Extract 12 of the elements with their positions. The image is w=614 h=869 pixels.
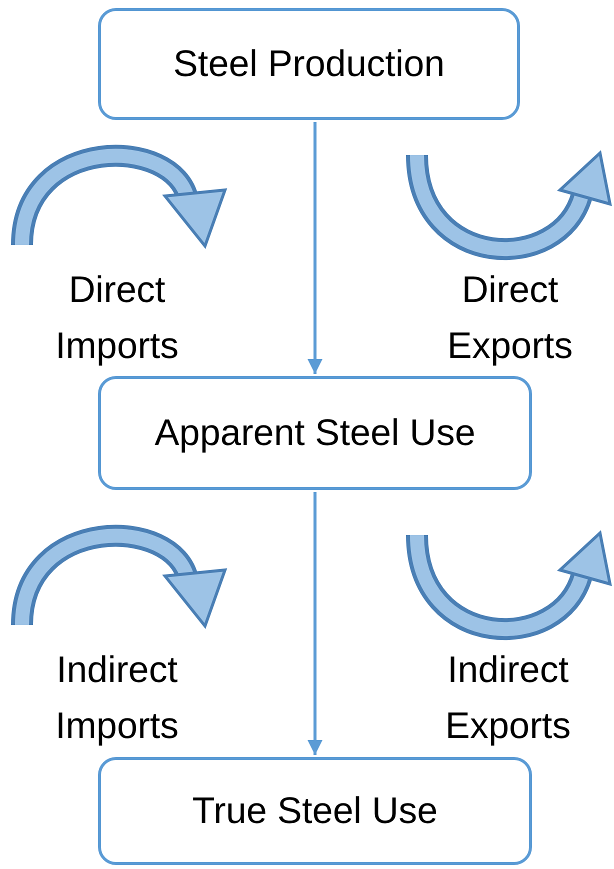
process-box [98,376,532,490]
flow-label: Direct Imports [54,268,180,368]
box-label: True Steel Use [192,789,438,834]
box-label: Steel Production [173,42,445,86]
process-box [98,8,520,120]
flow-label: Indirect Imports [54,648,180,748]
box-label: Apparent Steel Use [154,411,476,456]
process-box [98,757,532,865]
flow-label: Direct Exports [446,268,574,368]
flow-label: Indirect Exports [444,648,572,748]
arrow [308,122,322,374]
arrow [308,492,322,755]
